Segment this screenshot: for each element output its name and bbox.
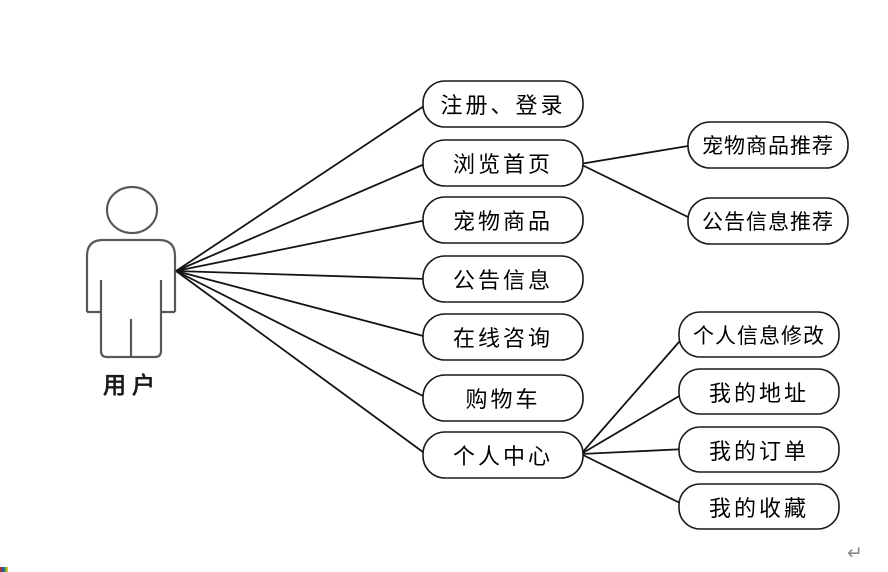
node-pet-products: 宠物商品	[452, 209, 553, 234]
connector-line	[580, 448, 687, 455]
actor-torso	[85, 238, 177, 314]
node-pet-product-recommend: 宠物商品推荐	[702, 134, 834, 158]
node-announcements: 公告信息	[452, 268, 553, 293]
node-personal-center: 个人中心	[452, 444, 553, 469]
node-shape-register-login	[422, 80, 584, 128]
node-shape-browse-home	[422, 139, 584, 187]
node-register-login: 注册、登录	[440, 93, 566, 118]
personal-center-connectors	[580, 333, 687, 507]
connector-line	[580, 333, 687, 455]
node-browse-home: 浏览首页	[452, 152, 553, 177]
connector-line	[175, 270, 428, 338]
connector-line	[175, 162, 428, 272]
node-shape-my-address	[678, 368, 840, 415]
node-my-orders: 我的订单	[708, 438, 809, 464]
connector-line	[579, 144, 695, 165]
node-shape-announcements	[422, 255, 584, 303]
node-shape-pet-products	[422, 196, 584, 244]
node-shape-profile-edit	[678, 311, 840, 358]
actor-figure	[85, 185, 177, 359]
corner-pixel-artifact	[0, 567, 8, 572]
connector-line	[580, 391, 687, 455]
node-shape-cart	[422, 374, 584, 422]
node-shape-my-favorites	[678, 483, 840, 530]
node-shapes	[422, 80, 849, 530]
connector-line	[175, 219, 428, 272]
node-cart: 购物车	[465, 387, 541, 412]
connector-line	[175, 103, 428, 272]
browse-home-connectors	[579, 144, 695, 221]
node-my-address: 我的地址	[708, 380, 809, 406]
return-mark-icon: ↵	[847, 543, 863, 564]
connector-line	[175, 270, 428, 456]
node-shape-personal-center	[422, 431, 584, 479]
connector-line	[175, 270, 428, 399]
node-my-favorites: 我的收藏	[708, 495, 809, 521]
node-shape-my-orders	[678, 426, 840, 473]
connector-line	[580, 453, 687, 507]
actor-label: 用户	[103, 372, 161, 398]
actor-connectors	[175, 103, 428, 456]
node-online-consult: 在线咨询	[452, 326, 553, 351]
connector-line	[579, 163, 695, 221]
node-announcement-recommend: 公告信息推荐	[702, 210, 834, 234]
node-shape-announce-recommend	[687, 197, 849, 245]
node-profile-edit: 个人信息修改	[693, 323, 825, 348]
node-shape-online-consult	[422, 313, 584, 361]
connector-line	[175, 270, 428, 280]
node-shape-pet-recommend	[687, 121, 849, 169]
actor-head	[105, 185, 159, 235]
